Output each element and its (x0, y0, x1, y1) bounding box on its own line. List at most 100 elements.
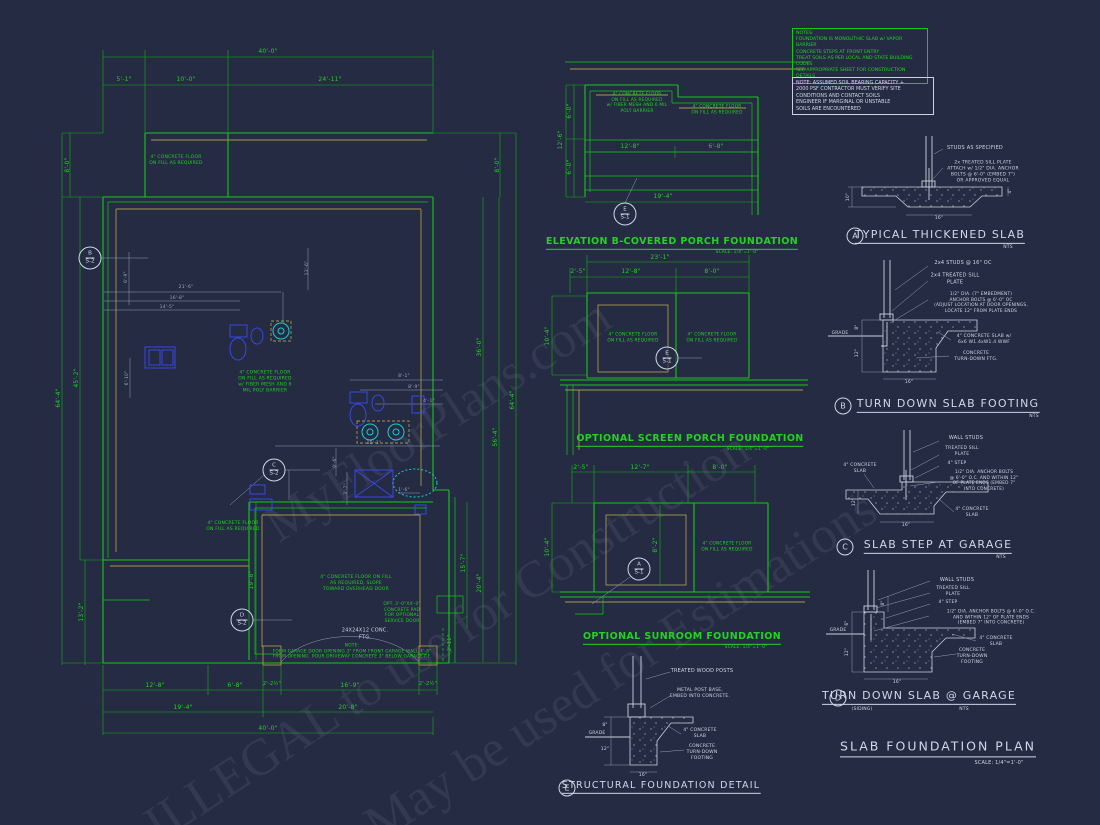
dim-label: 6" (845, 620, 851, 626)
dim-label: 19'-4" (653, 193, 673, 201)
dim-label: 16" (901, 523, 911, 529)
detail-label: 4" CONCRETE SLAB (955, 507, 989, 518)
detail-letter: E (558, 779, 576, 797)
dim-label: 13'-6" (305, 260, 311, 276)
notes-box: NOTES: FOUNDATION IS MONOLITHIC SLAB w/ … (792, 28, 928, 84)
detail-label: 4" CONCRETE SLAB (843, 463, 877, 474)
note-line: NOTE: ASSUMED SOIL BEARING CAPACITY + (796, 80, 905, 86)
dim-label: 16" (892, 680, 902, 686)
dim-label: 12'-8" (145, 682, 165, 690)
detail-title: SLAB STEP AT GARAGE (863, 538, 1013, 555)
dim-label: 15'-7" (460, 553, 468, 573)
detail-letter: B (834, 397, 852, 415)
detail-label: 1/2" DIA. ANCHOR BOLTS @ 6'-0" O.C. AND … (946, 609, 1036, 626)
dim-label: 14'-5" (159, 305, 175, 311)
diagram-scale: SCALE: 1/4"=1'-0" (724, 645, 768, 651)
dim-label: 20'-4" (476, 573, 484, 593)
detail-label: METAL POST BASE, EMBED INTO CONCRETE. (669, 688, 731, 699)
floor-note: 4" CONCRETE FLOOR ON FILL AS REQUIRED (686, 332, 738, 343)
note-line: SOILS ARE ENCOUNTERED (796, 105, 861, 112)
dim-label: 24'-11" (318, 76, 342, 84)
dim-label: 9'-6" (333, 456, 339, 468)
siding-label: (SIDING) (851, 707, 873, 713)
dim-label: 20'-8" (338, 704, 358, 712)
dim-label: 21'-6" (178, 285, 194, 291)
detail-label: CONCRETE TURN-DOWN FOOTING (686, 744, 718, 761)
dim-label: 3'-7" (344, 483, 350, 495)
dim-label: 6'-8" (227, 682, 243, 690)
dim-label: 45'-2" (73, 368, 81, 388)
detail-title: TURN DOWN SLAB FOOTING (856, 397, 1040, 414)
dim-label: 8" (881, 600, 887, 606)
floor-note: 4" CONCRETE FLOOR ON FILL AS REQUIRED (701, 541, 753, 552)
detail-label: 2x4 STUDS @ 16" OC (934, 259, 992, 266)
detail-label: CONCRETE TURN-DOWN FOOTING (956, 648, 988, 665)
detail-label: 4" STEP (938, 600, 958, 606)
detail-label: WALL STUDS (948, 434, 984, 441)
detail-label: 1/2" DIA. (7" EMBEDMENT) ANCHOR BOLTS @ … (934, 291, 1028, 314)
note-line: CONCRETE STEPS AT FRONT ENTRY (796, 49, 880, 55)
dim-label: 10'-4" (544, 537, 552, 557)
dim-label: 8" (602, 723, 608, 729)
detail-label: 2x4 TREATED SILL PLATE (930, 272, 980, 286)
garage-door-note: NOTE: FORM GARAGE DOOR OPENING 3" FROM F… (272, 643, 432, 660)
dim-label: 16" (638, 773, 648, 779)
dim-label: 16'-9" (340, 682, 360, 690)
note-line: CONDITIONS AND CONTACT SOILS (796, 92, 881, 99)
detail-label: STUDS AS SPECIFIED (947, 144, 1003, 151)
detail-letter: C (836, 538, 854, 556)
dim-label: 8'-0" (704, 268, 720, 276)
notes-title: NOTES: (796, 31, 814, 36)
nts-label: NTS (1003, 245, 1013, 251)
dim-label: 6'-10" (125, 370, 131, 386)
dim-label: 8'-0" (494, 157, 502, 173)
detail-title: TURN DOWN SLAB @ GARAGE (822, 689, 1016, 706)
dim-label: 6'-0" (566, 103, 574, 119)
dim-label: 2'-11" (446, 634, 453, 652)
sheet-title: SLAB FOUNDATION PLAN (840, 738, 1036, 758)
dim-label: 12" (855, 348, 861, 358)
dim-label: 40'-0" (258, 48, 278, 56)
section-tag-e: E S-1 (613, 202, 637, 226)
detail-label: TREATED WOOD POSTS (670, 667, 734, 674)
note-line: FOUNDATION IS MONOLITHIC SLAB w/ VAPOR B… (796, 37, 903, 49)
section-tag-d: D S-2 (230, 608, 254, 632)
dim-label: 12" (845, 647, 851, 657)
detail-label: 4" CONCRETE SLAB w/ 6x6 W1.4xW1.4 WWF (956, 334, 1012, 345)
note-line: ENGINEER IF MARGINAL OR UNSTABLE (796, 99, 891, 106)
dim-label: 16" (904, 380, 914, 386)
detail-label: TREATED SILL PLATE (945, 446, 979, 457)
section-tag-a: A S-1 (627, 557, 651, 581)
dim-label: 12'-8" (621, 268, 641, 276)
dim-label: 6'-0" (566, 159, 574, 175)
dim-label: 4'-1" (423, 399, 435, 405)
diagram-title: OPTIONAL SUNROOM FOUNDATION (582, 631, 782, 646)
nts-label: NTS (959, 707, 969, 713)
detail-title: TYPICAL THICKENED SLAB (854, 228, 1026, 245)
detail-label: TREATED SILL PLATE (936, 586, 970, 597)
detail-label: 2x TREATED SILL PLATE ATTACH w/ 1/2" DIA… (947, 160, 1019, 183)
dim-label: 40'-0" (258, 725, 278, 733)
detail-title: STRUCTURAL FOUNDATION DETAIL (561, 780, 761, 795)
dim-label: 2'-2½" (419, 680, 437, 687)
nts-label: NTS (996, 555, 1006, 561)
dim-label: 56'-4" (492, 427, 500, 447)
detail-label: WALL STUDS (939, 576, 975, 583)
soil-note-box: NOTE: ASSUMED SOIL BEARING CAPACITY + 20… (792, 77, 934, 116)
detail-label: CONCRETE TURN-DOWN FTG. (954, 351, 998, 362)
dim-label: 64'-4" (55, 388, 63, 408)
section-tag-e2: E S-1 (655, 346, 679, 370)
diagram-scale: SCALE: 1/4"=1'-0" (726, 447, 770, 453)
detail-label: 4" CONCRETE SLAB (979, 636, 1013, 647)
dim-label: 4" (1008, 188, 1014, 194)
dim-label: 8'-9" (408, 385, 420, 391)
dim-label: 12'-7" (630, 464, 650, 472)
detail-label: 4" CONCRETE SLAB (683, 728, 717, 739)
floor-note: 4" CONCRETE FLOOR ON FILL AS REQUIRED (149, 155, 203, 166)
dim-label: 5'-1" (116, 76, 132, 84)
dim-label: 16" (934, 216, 944, 222)
note-line: 2000 PSF CONTRACTOR MUST VERIFY SITE (796, 86, 901, 93)
floor-note: 4" CONCRETE FLOOR ON FILL AS REQUIRED (607, 332, 659, 343)
dim-label: 6'-8" (708, 143, 724, 151)
